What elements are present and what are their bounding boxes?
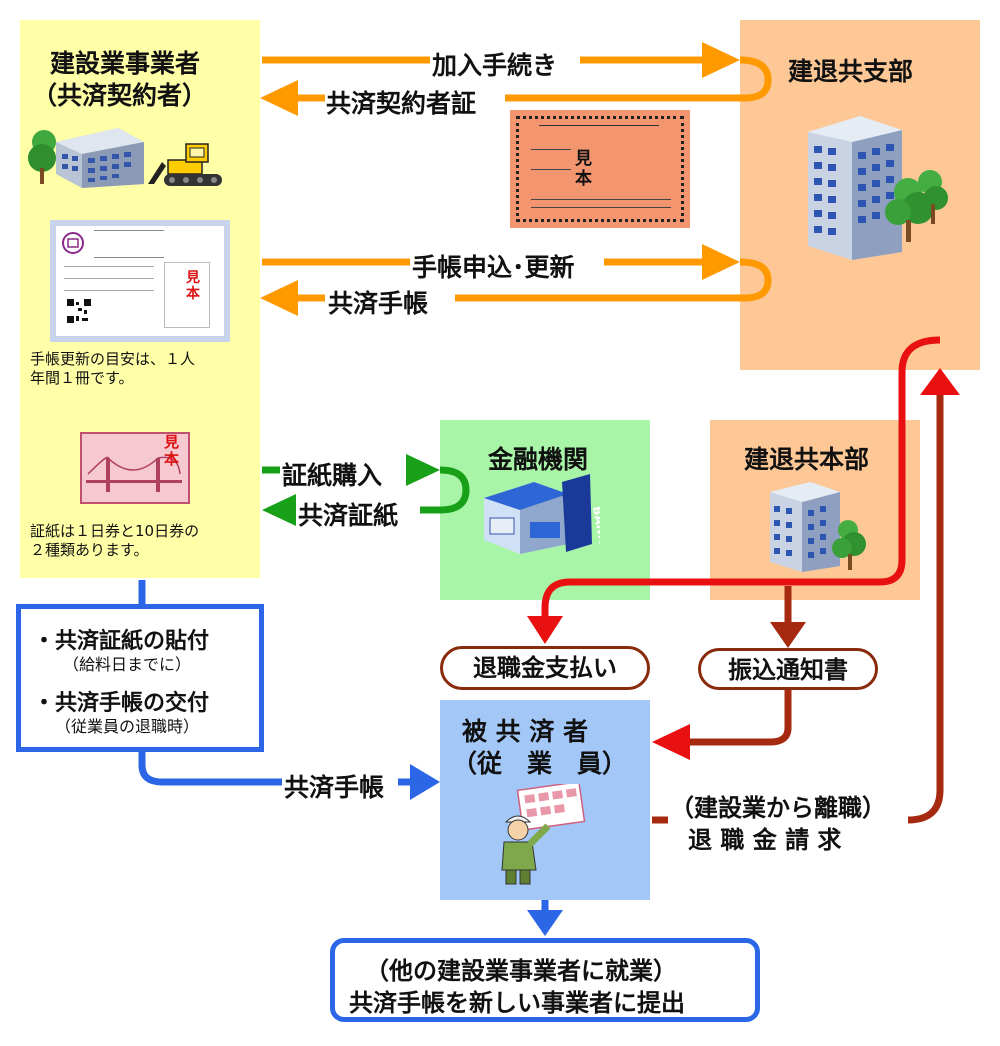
logo-seal-icon [62, 232, 84, 254]
hq-title: 建退共本部 [744, 445, 870, 474]
employee-to-final-arrow [527, 900, 563, 936]
stamp-note-line1: 証紙は１日券と10日券の [30, 522, 200, 540]
office-building-icon [28, 128, 144, 188]
stamp-buy-label: 証紙購入 [282, 461, 383, 490]
certificate-sample-mark: 見本 [575, 149, 592, 189]
bank-sign-label: BANK [590, 505, 600, 545]
booklet-image: 見本 [50, 220, 230, 342]
stamp-arrow [262, 466, 470, 526]
retire-claim-label: 退 職 金 請 求 [688, 826, 842, 854]
cert-arrow [260, 56, 772, 116]
notice-to-employee-arrow [652, 688, 792, 760]
booklet-sample-mark: 見本 [186, 270, 200, 302]
retire-note-label: （建設業から離職） [670, 794, 886, 822]
booklet-arrow [260, 258, 772, 316]
duty-item-2: ・共済手帳の交付 [33, 691, 210, 716]
notice-pill: 振込通知書 [698, 648, 878, 690]
employee-subtitle: （従 業 員） [452, 749, 628, 778]
booklet-label: 共済手帳 [328, 289, 429, 318]
payment-pill: 退職金支払い [440, 646, 650, 690]
branch-title: 建退共支部 [788, 57, 914, 86]
to-employee-booklet-label: 共済手帳 [284, 773, 385, 802]
booklet-note-line2: 年間１冊です。 [30, 369, 134, 387]
contractor-subtitle: （共済契約者） [32, 81, 208, 110]
duties-box: ・共済証紙の貼付 （給料日までに） ・共済手帳の交付 （従業員の退職時） [16, 604, 264, 752]
duty-item-1: ・共済証紙の貼付 [33, 629, 210, 654]
bulldozer-icon [148, 143, 222, 186]
hq-building-icon [770, 482, 866, 572]
duty-item-1-note: （給料日までに） [63, 655, 192, 674]
stamp-image: 見本 [80, 432, 190, 504]
tall-building-icon [808, 116, 948, 260]
worker-with-booklet-icon [501, 784, 586, 885]
final-line-1: （他の建設業事業者に就業） [365, 957, 677, 985]
join-label: 加入手続き [432, 51, 558, 80]
contractor-title: 建設業事業者 [50, 49, 201, 78]
certificate-image: 見本 [510, 110, 690, 228]
duty-item-2-note: （従業員の退職時） [55, 717, 200, 736]
retire-claim-arrow [652, 368, 960, 824]
booklet-apply-label: 手帳申込･更新 [412, 253, 575, 282]
stamp-sample-mark: 見本 [164, 433, 180, 468]
blue-booklet-arrow [138, 580, 440, 800]
payment-arrow [527, 336, 941, 644]
stamp-buy-arrow [262, 454, 440, 486]
join-arrow [262, 42, 740, 78]
bank-building-icon: BANK [484, 474, 600, 554]
booklet-apply-arrow [262, 244, 740, 280]
booklet-note-line1: 手帳更新の目安は、１人 [30, 350, 196, 368]
stamp-note-line2: ２種類あります。 [30, 541, 149, 559]
final-box: （他の建設業事業者に就業） 共済手帳を新しい事業者に提出 [330, 938, 760, 1022]
bridge-icon [86, 456, 182, 492]
stamp-label: 共済証紙 [298, 501, 399, 530]
employee-title: 被 共 済 者 [462, 717, 589, 746]
bank-title: 金融機関 [488, 445, 589, 474]
notice-arrow [770, 586, 806, 648]
cert-label: 共済契約者証 [326, 89, 477, 118]
final-line-2: 共済手帳を新しい事業者に提出 [349, 989, 685, 1017]
qr-code-icon [66, 298, 92, 324]
